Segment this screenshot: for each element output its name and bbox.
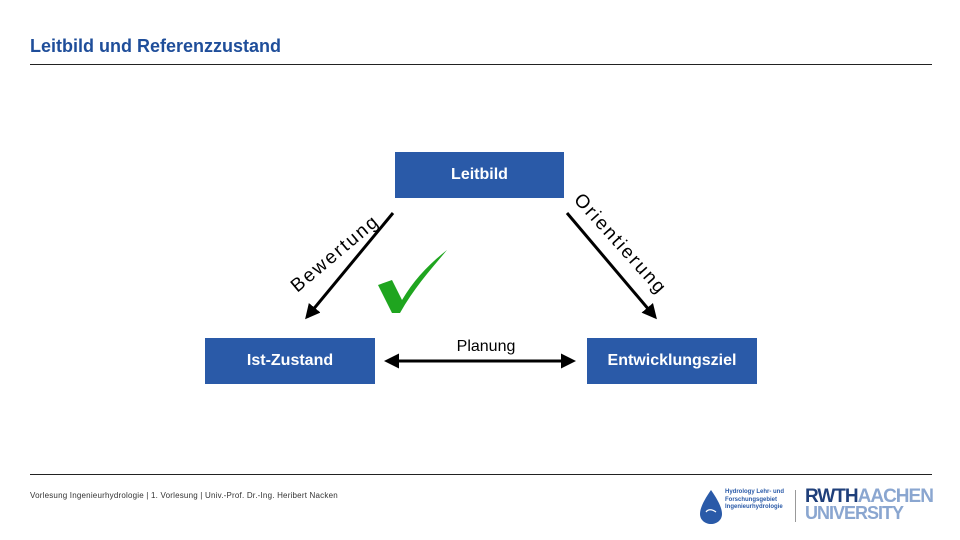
label-orientierung: Orientierung (569, 190, 671, 300)
footer-divider (30, 474, 932, 475)
node-entwicklungsziel: Entwicklungsziel (587, 338, 757, 384)
logo-separator (795, 490, 796, 522)
drop-wave-icon (705, 509, 717, 513)
water-drop-icon (700, 490, 722, 524)
hydrology-logo-text: Hydrology Lehr- und Forschungsgebiet Ing… (725, 489, 784, 510)
footer-text: Vorlesung Ingenieurhydrologie | 1. Vorle… (30, 491, 338, 500)
rwth-logo-rwth: RWTH (805, 486, 859, 507)
node-ist-zustand: Ist-Zustand (205, 338, 375, 384)
label-planung: Planung (457, 338, 516, 355)
rwth-logo-aachen: AACHEN (857, 486, 934, 507)
page-title: Leitbild und Referenzzustand (30, 36, 282, 56)
header-divider (30, 64, 932, 65)
arrow-bewertung (305, 212, 395, 320)
node-leitbild: Leitbild (395, 152, 564, 198)
checkmark-icon (378, 250, 447, 313)
rwth-logo: RWTHAACHEN UNIVERSITY (805, 486, 934, 523)
arrow-orientierung (565, 212, 657, 320)
rwth-logo-university: UNIVERSITY (805, 503, 904, 523)
